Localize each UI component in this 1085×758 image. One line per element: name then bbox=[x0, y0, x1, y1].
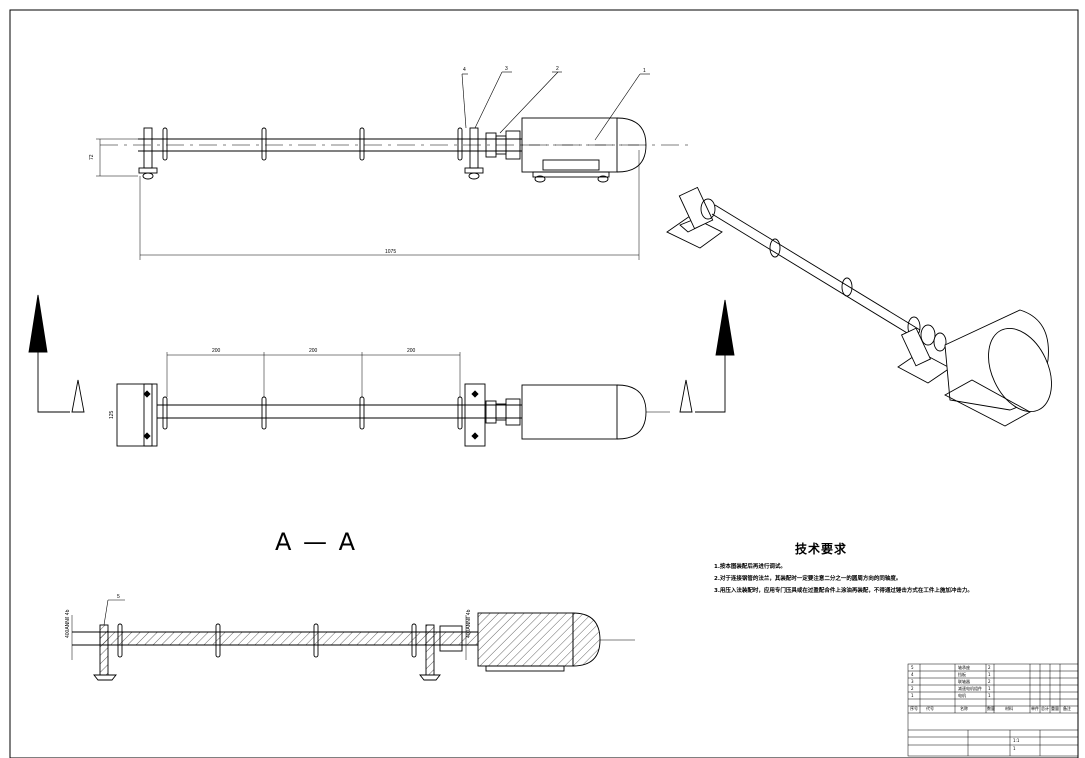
tb-part-name-3: 联轴器 bbox=[958, 679, 970, 684]
tb-header-total: 总计 bbox=[1041, 706, 1049, 711]
tb-header-no: 序号 bbox=[910, 706, 918, 711]
dim-spacing-1: 200 bbox=[212, 348, 221, 354]
isometric-view bbox=[666, 186, 1052, 427]
front-view bbox=[96, 71, 690, 260]
tech-requirement-3: 3.用压入法装配时，应用专门压具或在过盈配合件上涂油再装配，不得通过锤击方式在工… bbox=[714, 588, 973, 594]
dim-overall-length: 1075 bbox=[385, 249, 396, 255]
tb-header-weight: 重量 bbox=[1051, 706, 1059, 711]
tb-scale: 1:1 bbox=[1013, 738, 1020, 743]
tb-part-name-5: 轴承座 bbox=[958, 665, 970, 670]
tb-sheet: 1 bbox=[1013, 746, 1016, 751]
tb-part-no-2: 2 bbox=[911, 686, 914, 691]
tb-header-name: 名称 bbox=[960, 706, 968, 711]
dim-spacing-3: 200 bbox=[407, 348, 416, 354]
tb-part-qty-2: 1 bbox=[988, 686, 991, 691]
balloon-5: 5 bbox=[117, 594, 120, 600]
dim-section-vertical-1: 400ANN/l 4b bbox=[65, 609, 71, 638]
tb-part-name-4: 挡板 bbox=[958, 672, 966, 677]
tb-part-no-3: 3 bbox=[911, 679, 914, 684]
balloon-1: 1 bbox=[643, 68, 646, 74]
tb-part-qty-1: 1 bbox=[988, 693, 991, 698]
tb-part-name-1: 电机 bbox=[958, 693, 966, 698]
tb-part-no-5: 5 bbox=[911, 665, 914, 670]
tb-part-name-2: 减速电机组件 bbox=[958, 686, 982, 691]
dim-height-top: 72 bbox=[89, 154, 95, 160]
tb-part-no-4: 4 bbox=[911, 672, 914, 677]
view-arrow-right bbox=[679, 299, 735, 413]
balloon-3: 3 bbox=[505, 66, 508, 72]
tb-header-unit: 单件 bbox=[1031, 706, 1039, 711]
tech-requirement-1: 1.按本图装配后再进行调试。 bbox=[714, 564, 786, 570]
sheet-border bbox=[9, 9, 1079, 758]
balloon-2: 2 bbox=[556, 66, 559, 72]
tb-part-qty-4: 1 bbox=[988, 672, 991, 677]
tech-requirements-title: 技术要求 bbox=[795, 542, 848, 556]
section-view bbox=[71, 599, 635, 681]
tb-header-material: 材料 bbox=[1005, 706, 1013, 711]
tb-header-code: 代号 bbox=[926, 706, 934, 711]
dim-spacing-2: 200 bbox=[309, 348, 318, 354]
section-label: A — A bbox=[275, 528, 358, 556]
tb-part-qty-5: 2 bbox=[988, 665, 991, 670]
view-marker-left: A bbox=[64, 419, 68, 425]
balloon-4: 4 bbox=[463, 67, 466, 73]
dim-section-vertical-2: 400ANN/l 4b bbox=[466, 609, 472, 638]
tech-requirement-2: 2.对于连接钢管的法兰，其装配时一定要注意二分之一的圆周方向的同轴度。 bbox=[714, 576, 902, 582]
tb-header-qty: 数量 bbox=[987, 706, 995, 711]
tb-header-remark: 备注 bbox=[1063, 706, 1071, 711]
title-block-grid bbox=[907, 663, 1079, 757]
plan-view bbox=[116, 352, 670, 447]
tb-part-qty-3: 2 bbox=[988, 679, 991, 684]
tb-part-no-1: 1 bbox=[911, 693, 914, 698]
view-arrow-left bbox=[28, 294, 85, 413]
dim-width-plan: 125 bbox=[109, 410, 115, 419]
